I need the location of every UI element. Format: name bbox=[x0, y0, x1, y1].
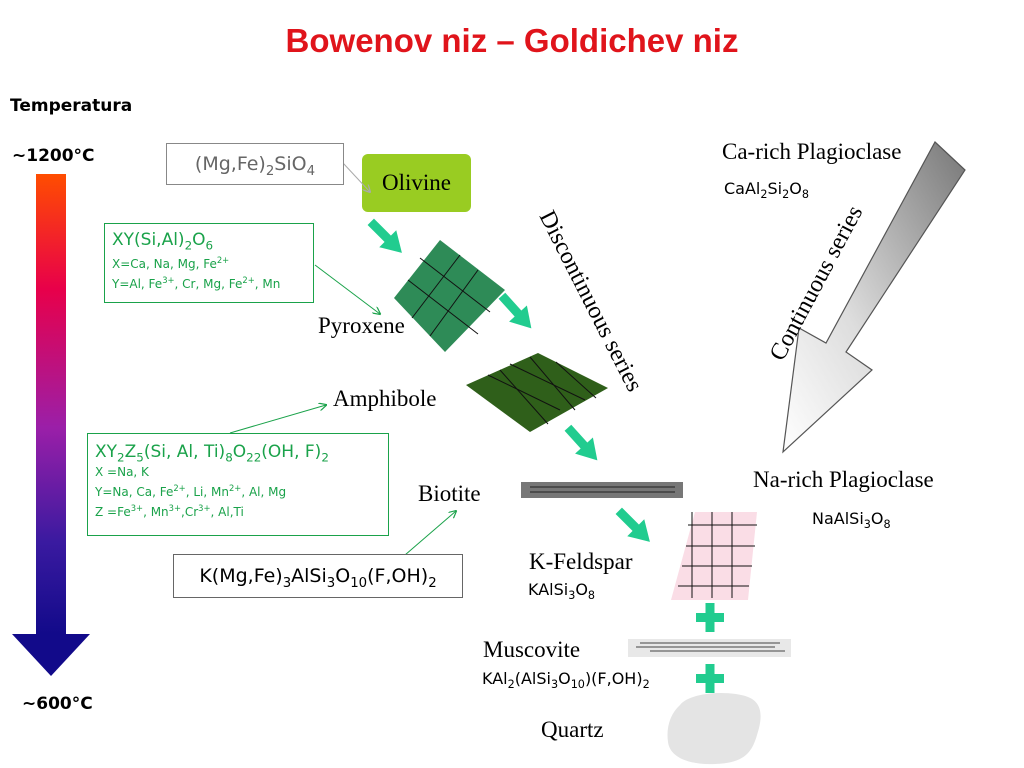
arrow-biotite-kfeldspar bbox=[615, 507, 650, 542]
pointer-olivine bbox=[342, 162, 370, 192]
pyroxene-x-line: X=Ca, Na, Mg, Fe2+ bbox=[112, 255, 230, 272]
kfeldspar-formula: KAlSi3O8 bbox=[528, 580, 596, 603]
amphibole-formula: XY2Z5(Si, Al, Ti)8O22(OH, F)2 bbox=[95, 442, 329, 465]
ca-plagioclase-formula: CaAl2Si2O8 bbox=[724, 179, 809, 202]
arrow-pyroxene-amphibole bbox=[498, 292, 532, 329]
olivine-label: Olivine bbox=[382, 170, 451, 195]
biotite-crystal bbox=[521, 482, 683, 498]
quartz-label: Quartz bbox=[541, 717, 604, 742]
plus-sign-2 bbox=[696, 664, 724, 693]
pyroxene-crystal bbox=[394, 240, 505, 352]
amphibole-x-line: X =Na, K bbox=[95, 465, 149, 480]
pyroxene-formula-box: XY(Si,Al)2O6 X=Ca, Na, Mg, Fe2+ Y=Al, Fe… bbox=[104, 223, 314, 303]
pyroxene-label: Pyroxene bbox=[318, 313, 405, 338]
arrow-amphibole-biotite bbox=[564, 424, 598, 461]
muscovite-formula: KAl2(AlSi3O10)(F,OH)2 bbox=[482, 669, 650, 692]
amphibole-y-line: Y=Na, Ca, Fe2+, Li, Mn2+, Al, Mg bbox=[95, 483, 287, 500]
biotite-formula: K(Mg,Fe)3AlSi3O10(F,OH)2 bbox=[173, 554, 463, 598]
kfeldspar-label: K-Feldspar bbox=[529, 549, 633, 574]
na-plagioclase-label: Na-rich Plagioclase bbox=[753, 467, 934, 492]
pyroxene-formula: XY(Si,Al)2O6 bbox=[112, 230, 214, 253]
amphibole-crystal bbox=[466, 353, 608, 432]
biotite-label: Biotite bbox=[418, 481, 481, 506]
flow-arrows bbox=[367, 218, 724, 693]
temperature-label: Temperatura bbox=[10, 96, 133, 116]
plus-sign-1 bbox=[696, 603, 724, 632]
muscovite-label: Muscovite bbox=[483, 637, 581, 662]
muscovite-crystal bbox=[628, 639, 791, 657]
pointer-biotite bbox=[404, 511, 456, 556]
olivine-formula: (Mg,Fe)2SiO4 bbox=[166, 143, 344, 185]
page-title: Bowenov niz – Goldichev niz bbox=[285, 22, 739, 59]
temperature-high: ~1200°C bbox=[12, 146, 95, 166]
pointer-amphibole bbox=[229, 405, 326, 434]
amphibole-formula-box: XY2Z5(Si, Al, Ti)8O22(OH, F)2 X =Na, K Y… bbox=[87, 433, 389, 536]
pointer-pyroxene bbox=[314, 264, 380, 314]
temperature-low: ~600°C bbox=[22, 694, 93, 714]
temperature-arrow bbox=[12, 174, 90, 676]
kfeldspar-crystal bbox=[671, 512, 757, 600]
na-plagioclase-formula: NaAlSi3O8 bbox=[812, 509, 891, 532]
arrow-olivine-pyroxene bbox=[367, 218, 402, 253]
continuous-series-arrow bbox=[782, 141, 966, 454]
amphibole-label: Amphibole bbox=[333, 386, 437, 411]
quartz-crystal bbox=[667, 693, 761, 765]
pyroxene-y-line: Y=Al, Fe3+, Cr, Mg, Fe2+, Mn bbox=[112, 275, 281, 292]
olivine-box bbox=[362, 154, 471, 212]
amphibole-z-line: Z =Fe3+, Mn3+,Cr3+, Al,Ti bbox=[95, 503, 244, 520]
ca-plagioclase-label: Ca-rich Plagioclase bbox=[722, 139, 902, 164]
